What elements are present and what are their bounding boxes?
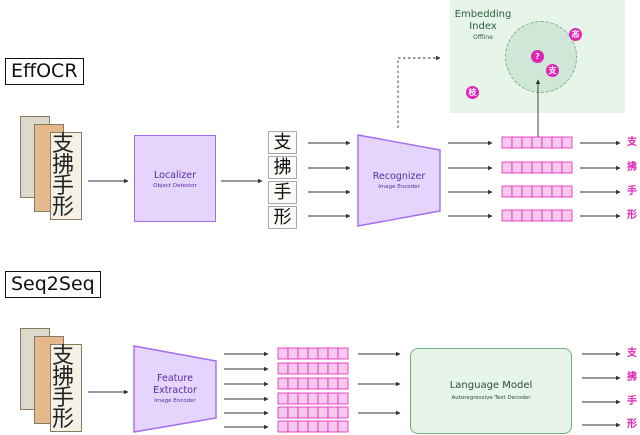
seq2seq-feature-grids (277, 347, 349, 433)
effocr-label: EffOCR (5, 58, 84, 85)
effocr-embedding-4 (501, 209, 573, 222)
stack2-char-3: 手 (52, 386, 75, 411)
seq2seq-output-3: 手 (627, 396, 637, 407)
language-model-subtitle: Autoregressive Text Decoder (451, 395, 531, 401)
arrows-recognizer-to-embeddings (448, 140, 493, 219)
char-crop-1: 支 (268, 131, 297, 154)
seq2seq-feature-5 (277, 406, 349, 419)
seq2seq-output-1: 支 (627, 348, 637, 359)
effocr-output-4: 形 (627, 210, 637, 221)
feature-extractor-shape (133, 345, 217, 433)
localizer-title: Localizer (154, 170, 196, 181)
dashed-arrow-to-index (397, 55, 441, 128)
embedding-index-title: Embedding Index (450, 9, 516, 33)
seq2seq-feature-6 (277, 420, 349, 433)
effocr-embedding-2 (501, 161, 573, 174)
seq2seq-feature-1 (277, 347, 349, 360)
embedding-index-subtitle: Offline (473, 34, 493, 41)
embedding-title-line2: Index (469, 21, 497, 32)
seq2seq-feature-2 (277, 362, 349, 375)
stack-char-4: 形 (52, 195, 75, 220)
feature-extractor-title-line2: Extractor (153, 385, 197, 396)
char-crop-2: 拂 (268, 156, 297, 179)
stack2-char-1: 支 (52, 344, 75, 369)
char-crop-3: 手 (268, 181, 297, 204)
arrows-language-model-to-outputs (582, 351, 621, 428)
recognizer-shape (357, 134, 441, 227)
feature-extractor-title-line1: Feature (157, 373, 193, 384)
language-model-title: Language Model (449, 380, 533, 391)
arrows-crops-to-recognizer (308, 140, 351, 219)
seq2seq-label: Seq2Seq (5, 271, 101, 298)
feature-extractor-title: Feature Extractor (134, 373, 216, 397)
seq2seq-feature-4 (277, 392, 349, 405)
neighbor-dot-3: 枝 (466, 86, 479, 99)
stack2-char-2: 拂 (52, 365, 75, 390)
language-model-box: Language Model Autoregressive Text Decod… (410, 348, 572, 434)
feature-extractor-subtitle: Image Encoder (154, 398, 196, 404)
arrows-grids-to-language-model (358, 351, 401, 416)
embedding-title-line1: Embedding (454, 9, 512, 20)
seq2seq-feature-3 (277, 377, 349, 390)
recognizer-title: Recognizer (372, 171, 426, 182)
seq2seq-output-2: 拂 (627, 372, 637, 383)
effocr-output-1: 支 (627, 137, 637, 148)
effocr-output-3: 手 (627, 186, 637, 197)
char-crop-4: 形 (268, 206, 297, 229)
localizer-box: Localizer Object Detector (134, 135, 216, 222)
localizer-subtitle: Object Detector (153, 183, 197, 189)
embedding-index-panel: Embedding Index Offline ? 忞 支 枝 (450, 0, 625, 113)
stack2-char-4: 形 (52, 407, 75, 432)
seq2seq-output-4: 形 (627, 419, 637, 430)
effocr-output-2: 拂 (627, 162, 637, 173)
arrows-feature-extractor-to-grids (224, 351, 269, 430)
stack-char-3: 手 (52, 174, 75, 199)
recognizer-subtitle: Image Encoder (378, 184, 420, 190)
effocr-embedding-1 (501, 136, 573, 149)
effocr-embedding-grids (501, 136, 573, 222)
stack-char-2: 拂 (52, 153, 75, 178)
neighbor-dot-1: 忞 (569, 28, 582, 41)
effocr-embedding-3 (501, 185, 573, 198)
neighbor-dot-2: 支 (546, 64, 559, 77)
arrows-embeddings-to-outputs (580, 140, 621, 219)
query-embedding-dot: ? (531, 50, 544, 63)
stack-char-1: 支 (52, 132, 75, 157)
